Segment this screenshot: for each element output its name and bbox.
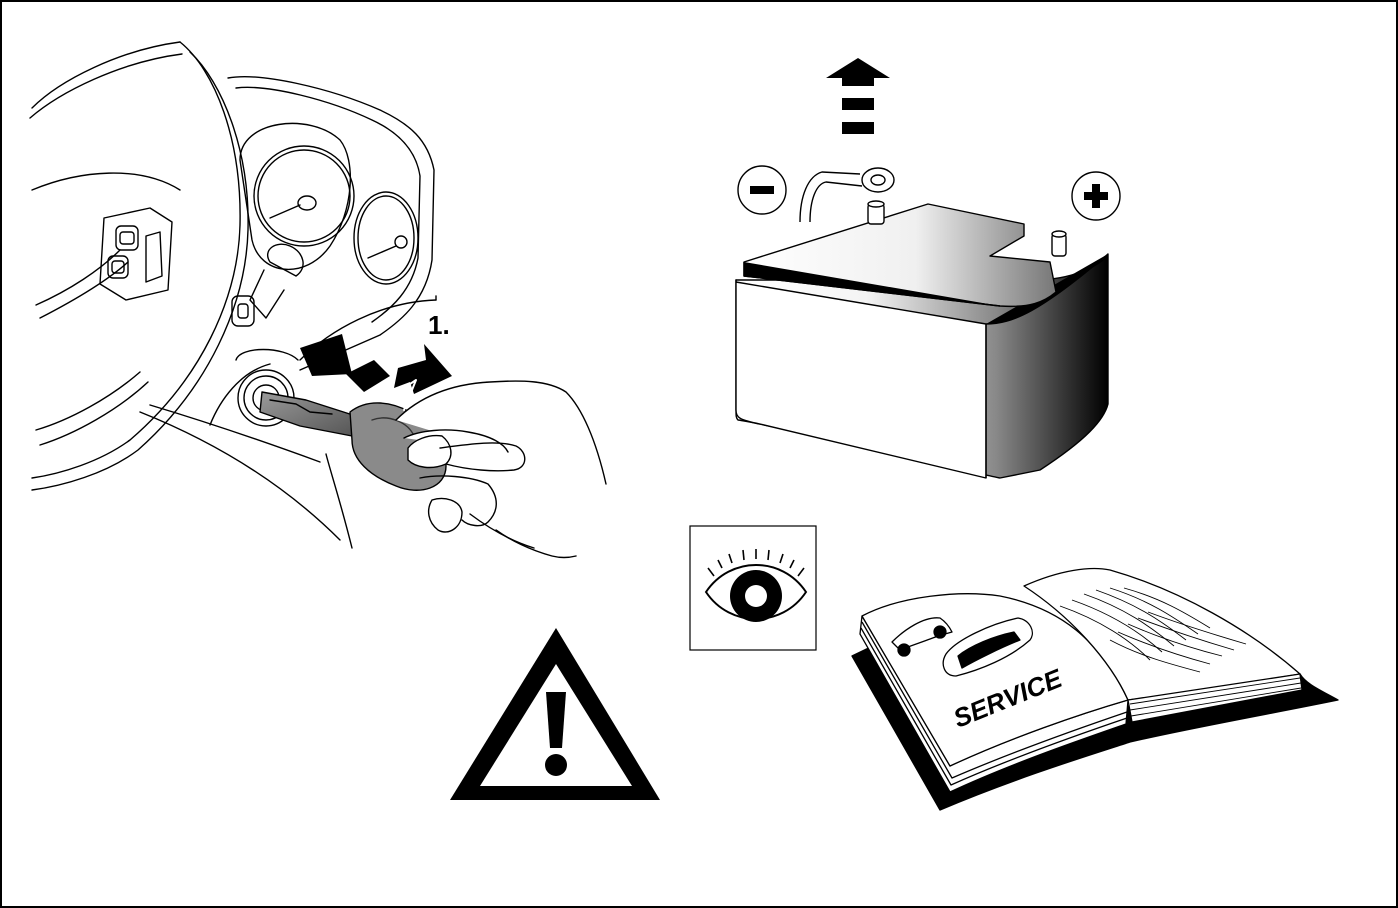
up-arrow-icon (826, 58, 890, 134)
minus-terminal-icon (737, 165, 787, 215)
eye-icon (689, 525, 817, 651)
ignition-key-icon (29, 41, 607, 559)
battery-icon (735, 58, 1121, 479)
plus-terminal-icon (1071, 171, 1121, 221)
step-label: 1. (428, 310, 450, 340)
service-book-icon (851, 567, 1339, 811)
warning-triangle-icon (450, 628, 660, 800)
